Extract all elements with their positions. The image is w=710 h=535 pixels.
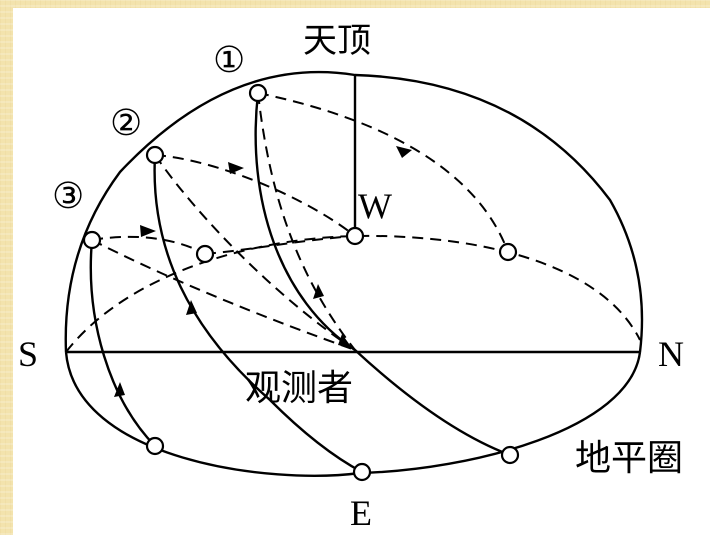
west-point-marker xyxy=(345,226,365,246)
sun-path-1-shadow xyxy=(257,92,356,351)
west-label: W xyxy=(358,186,392,226)
north-label: N xyxy=(658,334,684,374)
sun-path-2-back xyxy=(154,154,356,237)
zenith-label: 天顶 xyxy=(303,21,371,61)
sun-position-marker xyxy=(500,445,520,465)
sun-path-3-back-extension xyxy=(204,235,356,255)
south-label: S xyxy=(18,334,38,374)
arrow-icon xyxy=(396,146,412,158)
arrow-icon xyxy=(140,225,156,237)
horizon-label: 地平圈 xyxy=(575,438,683,479)
east-point-marker xyxy=(352,462,372,482)
path-marker-2: ② xyxy=(110,103,142,144)
arrow-icon xyxy=(186,300,197,315)
sun-path-3-front xyxy=(89,239,156,447)
sun-position-marker xyxy=(145,145,165,165)
arrow-icon xyxy=(338,334,352,348)
sun-position-marker xyxy=(195,244,215,264)
sun-path-2-front xyxy=(153,154,363,474)
sun-position-marker xyxy=(498,242,518,262)
diagram-panel xyxy=(13,8,710,535)
path-marker-3: ③ xyxy=(52,176,84,217)
sun-position-marker xyxy=(145,436,165,456)
observer-label: 观测者 xyxy=(245,368,353,409)
arrow-icon xyxy=(313,284,324,299)
sun-position-marker xyxy=(82,230,102,250)
horizon-circle-back xyxy=(65,234,641,353)
path-marker-1: ① xyxy=(213,40,245,81)
arrow-icon xyxy=(228,162,244,174)
arrow-icon xyxy=(114,382,125,397)
sun-position-marker xyxy=(248,83,268,103)
sun-path-2-shadow xyxy=(154,154,356,351)
sun-path-1-back xyxy=(257,92,509,253)
east-label: E xyxy=(350,493,372,533)
